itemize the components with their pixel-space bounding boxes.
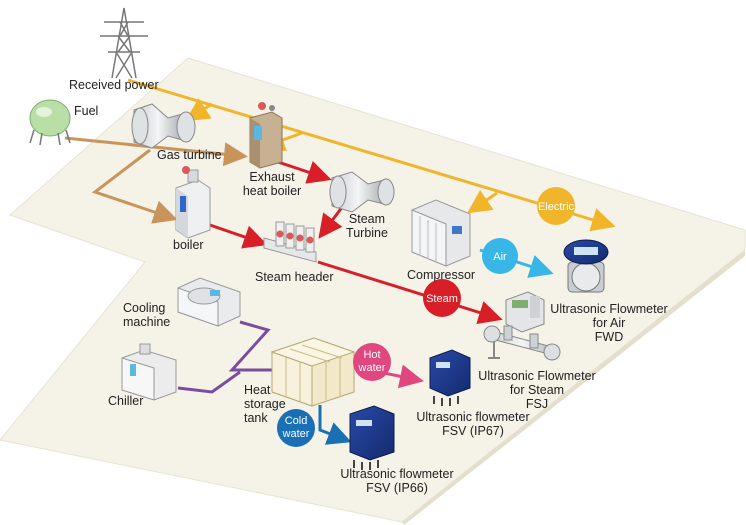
fwd-label-line3: FWD: [594, 330, 624, 344]
fsv-ip66-label-line1: Ultrasonic flowmeter: [340, 467, 454, 481]
steam-badge: Steam: [423, 279, 461, 317]
steam-turbine-label-line2: Turbine: [346, 226, 388, 240]
fsv-ip66-label-line2: FSV (IP66): [366, 481, 428, 495]
hot-water-badge-line2: water: [358, 362, 386, 374]
fsv-ip67-label-line1: Ultrasonic flowmeter: [416, 410, 530, 424]
boiler-icon: [175, 166, 211, 239]
steam-header-label: Steam header: [255, 270, 334, 284]
cold-water-badge-line2: water: [282, 428, 310, 440]
cooling-machine-label-line1: Cooling: [123, 301, 166, 315]
compressor-icon: [411, 199, 471, 267]
fuel-tank-icon: [29, 99, 71, 146]
fsj-label-line3: FSJ: [525, 397, 549, 411]
exhaust-heat-boiler-label-line1: Exhaust: [249, 170, 295, 184]
fsv-ip66-flowmeter-icon: [349, 405, 395, 470]
cooling-machine-label-line2: machine: [123, 315, 171, 329]
floor-edge: [402, 250, 745, 525]
gas-turbine-icon: [131, 103, 196, 149]
steam-header-icon: [263, 221, 317, 263]
steam-badge-label: Steam: [426, 293, 458, 305]
heat-storage-tank-icon: [270, 337, 356, 407]
air-badge-label: Air: [493, 251, 507, 263]
steam-lines: [206, 160, 503, 325]
steam-turbine-label-line1: Steam: [348, 212, 386, 226]
fwd-flowmeter-icon: [563, 239, 609, 293]
heat-storage-label-line3: tank: [244, 411, 268, 425]
fsj-flowmeter-icon: [483, 325, 561, 361]
cold-water-badge: Cold water: [277, 409, 315, 447]
gas-turbine-label: Gas turbine: [157, 148, 222, 162]
steam-turbine-icon: [329, 171, 395, 213]
compressor-label: Compressor: [407, 268, 476, 282]
cold-water-badge-line1: Cold: [285, 415, 308, 427]
heat-storage-label-line1: Heat: [244, 383, 271, 397]
fsv-ip67-label-line2: FSV (IP67): [442, 424, 504, 438]
fsv-ip67-flowmeter-icon: [429, 349, 471, 406]
cooling-machine-icon: [177, 277, 241, 327]
hot-water-badge: Hot water: [353, 343, 391, 381]
cold-water-line: [318, 405, 352, 445]
fuel-label: Fuel: [74, 104, 99, 118]
boiler-label: boiler: [173, 238, 204, 252]
air-badge: Air: [482, 238, 518, 274]
electric-badge: Electric: [537, 187, 575, 225]
fsj-label-line2: for Steam: [509, 383, 565, 397]
exhaust-heat-boiler-label-line2: heat boiler: [242, 184, 302, 198]
heat-storage-label-line2: storage: [244, 397, 286, 411]
exhaust-heat-boiler-icon: [249, 102, 283, 169]
received-power-label: Received power: [69, 78, 159, 92]
chiller-icon: [121, 343, 177, 401]
fwd-label-line1: Ultrasonic Flowmeter: [550, 302, 668, 316]
transmission-tower-icon: [100, 7, 148, 79]
electric-badge-label: Electric: [538, 201, 575, 213]
fwd-label-line2: for Air: [592, 316, 626, 330]
chiller-label: Chiller: [108, 394, 144, 408]
fsj-converter-icon: [505, 291, 545, 333]
hot-water-badge-line1: Hot: [363, 349, 380, 361]
chilled-lines: [177, 320, 272, 394]
floor-platform: [0, 57, 746, 523]
fsj-label-line1: Ultrasonic Flowmeter: [478, 369, 596, 383]
